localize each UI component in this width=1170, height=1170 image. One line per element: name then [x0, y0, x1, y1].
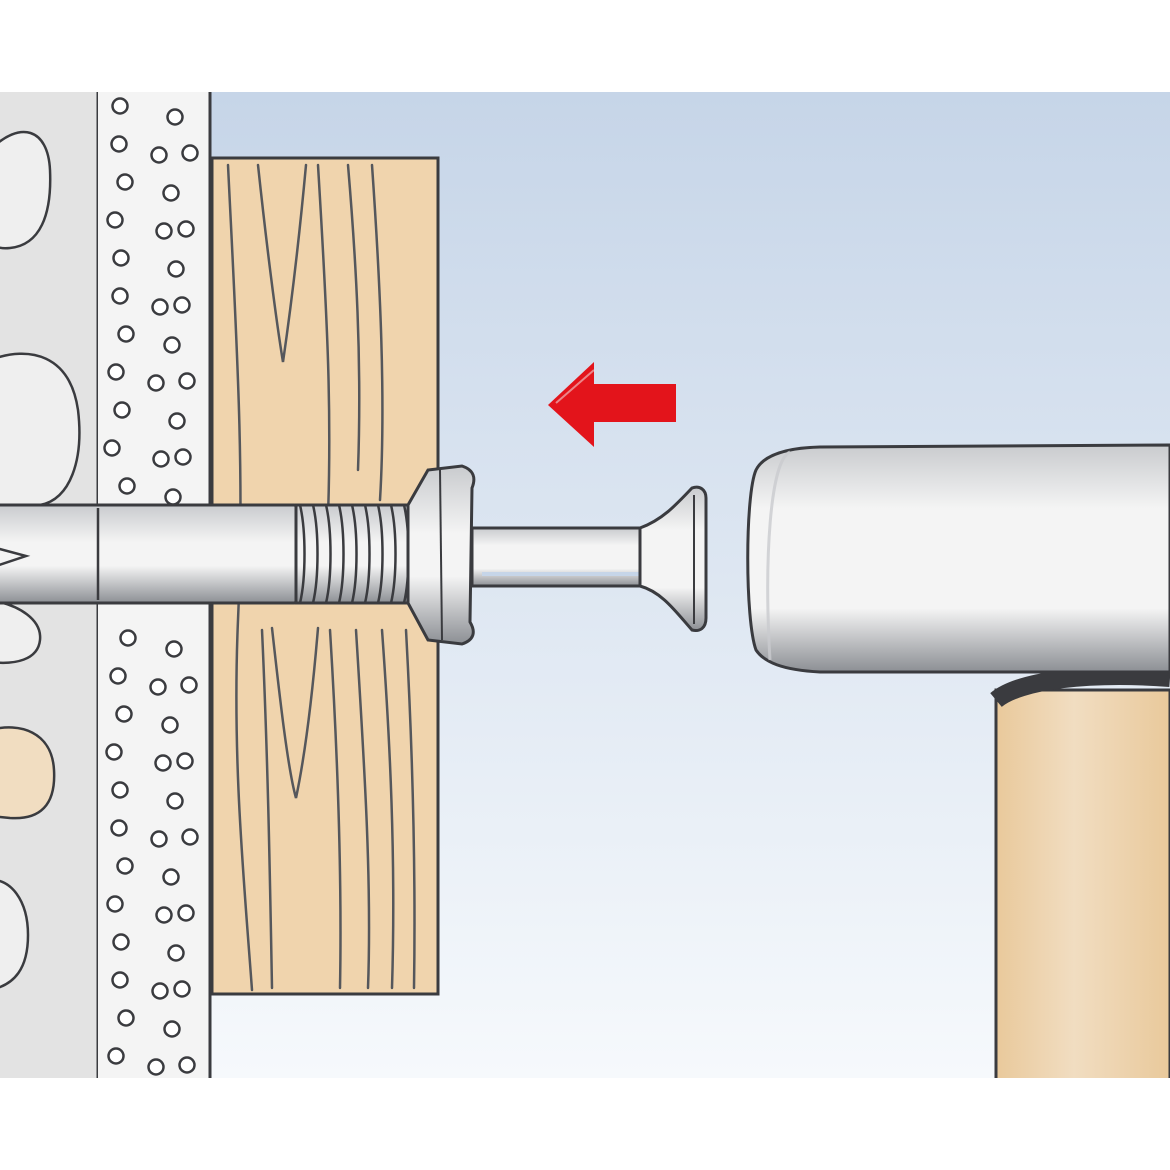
plaster-pore	[111, 287, 129, 305]
thread-ridge	[389, 504, 397, 604]
thread-ridge	[324, 504, 332, 604]
stone	[0, 879, 30, 989]
plaster-pore	[177, 904, 195, 922]
plaster-pore	[110, 819, 128, 837]
plaster-pore	[103, 439, 121, 457]
thread-band	[294, 503, 410, 605]
plaster-pore	[162, 184, 180, 202]
plaster-pore	[154, 754, 172, 772]
thread-ridge	[311, 504, 319, 604]
direction-arrow	[548, 362, 676, 447]
stone	[0, 352, 81, 507]
plaster-pore	[117, 325, 135, 343]
plaster-pore	[115, 705, 133, 723]
plaster-pore	[152, 450, 170, 468]
plaster-pore	[111, 97, 129, 115]
plaster-pore	[105, 743, 123, 761]
thread-ridge	[350, 504, 358, 604]
plaster-pore	[150, 830, 168, 848]
plaster-pore	[111, 971, 129, 989]
plaster-pore	[178, 372, 196, 390]
plaster-pore	[119, 629, 137, 647]
plaster-pore	[166, 108, 184, 126]
plaster-pore	[147, 374, 165, 392]
plaster-pore	[163, 336, 181, 354]
plaster-pore	[151, 982, 169, 1000]
plaster-pore	[163, 1020, 181, 1038]
plaster-pore	[150, 146, 168, 164]
plaster-pore	[178, 1056, 196, 1074]
anchor-threads	[298, 504, 410, 604]
plaster-pore	[111, 781, 129, 799]
plaster-pore	[155, 906, 173, 924]
thread-ridge	[363, 504, 371, 604]
plaster-pore	[173, 296, 191, 314]
plaster-pore	[118, 477, 136, 495]
plaster-pore	[116, 173, 134, 191]
plaster-pore	[155, 222, 173, 240]
plaster-pore	[181, 828, 199, 846]
plaster-pore	[162, 868, 180, 886]
plaster-pore	[112, 933, 130, 951]
stone	[0, 600, 42, 664]
plaster-pore	[180, 676, 198, 694]
stone	[0, 726, 56, 820]
plaster-pore	[164, 488, 182, 506]
nail-anchor	[0, 464, 708, 646]
plaster-pore	[109, 667, 127, 685]
plaster-pore	[151, 298, 169, 316]
plaster-pore	[174, 448, 192, 466]
thread-ridge	[298, 504, 306, 604]
stone	[0, 130, 52, 250]
plaster-pore	[161, 716, 179, 734]
hammer	[746, 443, 1170, 1078]
plaster-pore	[112, 249, 130, 267]
plaster-pore	[168, 412, 186, 430]
plaster-pore	[165, 640, 183, 658]
plaster-pore	[166, 792, 184, 810]
thread-ridge	[337, 504, 345, 604]
thread-ridge	[376, 504, 384, 604]
plaster-pore	[107, 363, 125, 381]
plaster-pore	[173, 980, 191, 998]
plaster-pores	[103, 97, 199, 1076]
plaster-pore	[116, 857, 134, 875]
plaster-pore	[167, 260, 185, 278]
plaster-pore	[110, 135, 128, 153]
plaster-pore	[113, 401, 131, 419]
plaster-pore	[177, 220, 195, 238]
plaster-pore	[181, 144, 199, 162]
plaster-pore	[147, 1058, 165, 1076]
plaster-pore	[106, 895, 124, 913]
plaster-pore	[107, 1047, 125, 1065]
plaster-pore	[176, 752, 194, 770]
plaster-pore	[117, 1009, 135, 1027]
plaster-pore	[167, 944, 185, 962]
plaster-pore	[106, 211, 124, 229]
plaster-pore	[149, 678, 167, 696]
